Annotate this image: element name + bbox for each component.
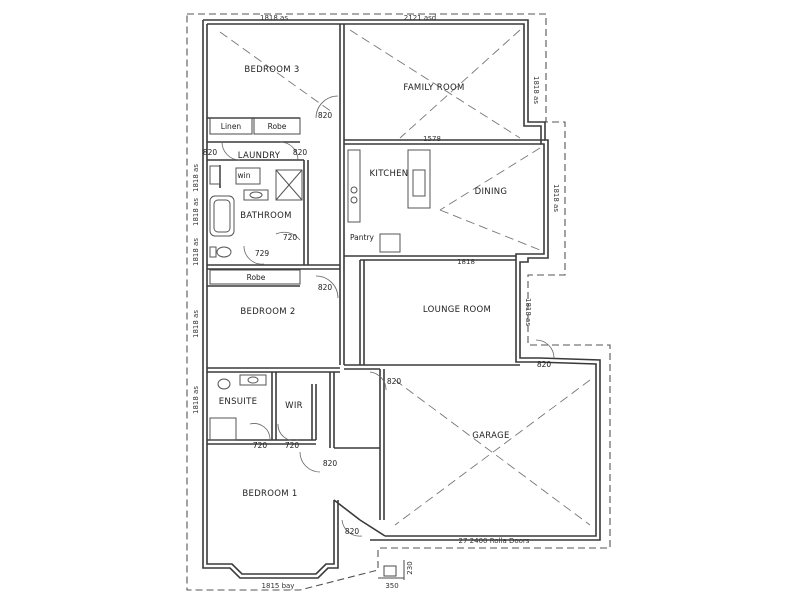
door-bed3: 820 (318, 111, 333, 120)
laundry-tub (209, 165, 221, 185)
kitchen-island (407, 149, 431, 209)
label-bedroom2: BEDROOM 2 (240, 307, 295, 317)
door-bath-729: 729 (255, 249, 270, 258)
dim-top-left: 1818 as (260, 14, 288, 22)
door-bed2: 820 (318, 283, 333, 292)
dim-left-bath: 1818 as (192, 198, 200, 226)
dim-350: 350 (385, 582, 398, 590)
toilet (216, 246, 232, 258)
label-kitchen: KITCHEN (370, 169, 409, 179)
door-bed1-820: 820 (345, 527, 360, 536)
fridge-space (379, 233, 401, 253)
washing-machine (235, 167, 261, 185)
dim-left-bed2: 1818 as (192, 310, 200, 338)
door-ensuite-720b: 720 (285, 441, 300, 450)
bathtub (209, 195, 235, 237)
door-bath-720: 720 (283, 233, 298, 242)
door-laundry-right: 820 (293, 148, 308, 157)
label-robe-top: Robe (268, 122, 287, 131)
ensuite-shower (209, 417, 237, 441)
dim-kitchen-top: 1578 (423, 135, 441, 143)
bottom-markers (378, 560, 405, 580)
kitchen-bench (347, 149, 361, 223)
label-laundry: LAUNDRY (238, 151, 281, 161)
label-linen: Linen (221, 122, 242, 131)
shower (275, 169, 303, 201)
dimension-labels: 1818 as 2121 asd 1818 as 1818 as 1818 as… (192, 14, 560, 590)
door-garage-right: 820 (537, 360, 552, 369)
dim-top-right: 2121 asd (404, 14, 436, 22)
label-lounge-room: LOUNGE ROOM (423, 305, 491, 315)
door-lounge-garage: 820 (387, 377, 402, 386)
dim-bay: 1815 bay (262, 582, 295, 590)
label-bedroom1: BEDROOM 1 (242, 489, 297, 499)
door-swings (221, 95, 555, 537)
dim-kitchen-bottom: 1818 (457, 258, 475, 266)
room-labels: BEDROOM 3 FAMILY ROOM Linen Robe LAUNDRY… (219, 65, 510, 499)
outer-walls (202, 19, 601, 579)
label-garage: GARAGE (472, 431, 509, 441)
dim-garage-doors: 27 2400 Rolla Doors (459, 537, 530, 545)
ensuite-vanity (239, 374, 267, 386)
door-laundry-left: 820 (203, 148, 218, 157)
label-robe-mid: Robe (247, 273, 266, 282)
ensuite-toilet (217, 378, 231, 390)
site-boundary (186, 13, 611, 591)
label-pantry: Pantry (350, 233, 375, 242)
label-ensuite: ENSUITE (219, 397, 258, 407)
label-win: win (238, 171, 251, 180)
ceiling-diagonals (219, 29, 591, 526)
dim-left-laundry: 1818 as (192, 164, 200, 192)
label-bedroom3: BEDROOM 3 (244, 65, 299, 75)
dim-left-ensuite: 1818 as (192, 386, 200, 414)
door-hall-820: 820 (323, 459, 338, 468)
door-ensuite-720a: 720 (253, 441, 268, 450)
label-bathroom: BATHROOM (240, 211, 292, 221)
label-wir: WIR (285, 401, 303, 411)
dim-left-bath2: 1818 as (192, 238, 200, 266)
label-dining: DINING (475, 187, 508, 197)
door-labels: 820 820 820 720 729 820 820 820 720 720 … (203, 111, 552, 536)
fixtures (209, 149, 431, 441)
dim-230: 230 (406, 561, 414, 574)
label-family-room: FAMILY ROOM (403, 83, 464, 93)
vanity (243, 189, 269, 201)
dim-right-family: 1818 as (532, 76, 540, 104)
dim-right-lounge: 1818 as (524, 298, 532, 326)
dim-right-dining: 1818 as (552, 184, 560, 212)
interior-walls (207, 24, 545, 520)
